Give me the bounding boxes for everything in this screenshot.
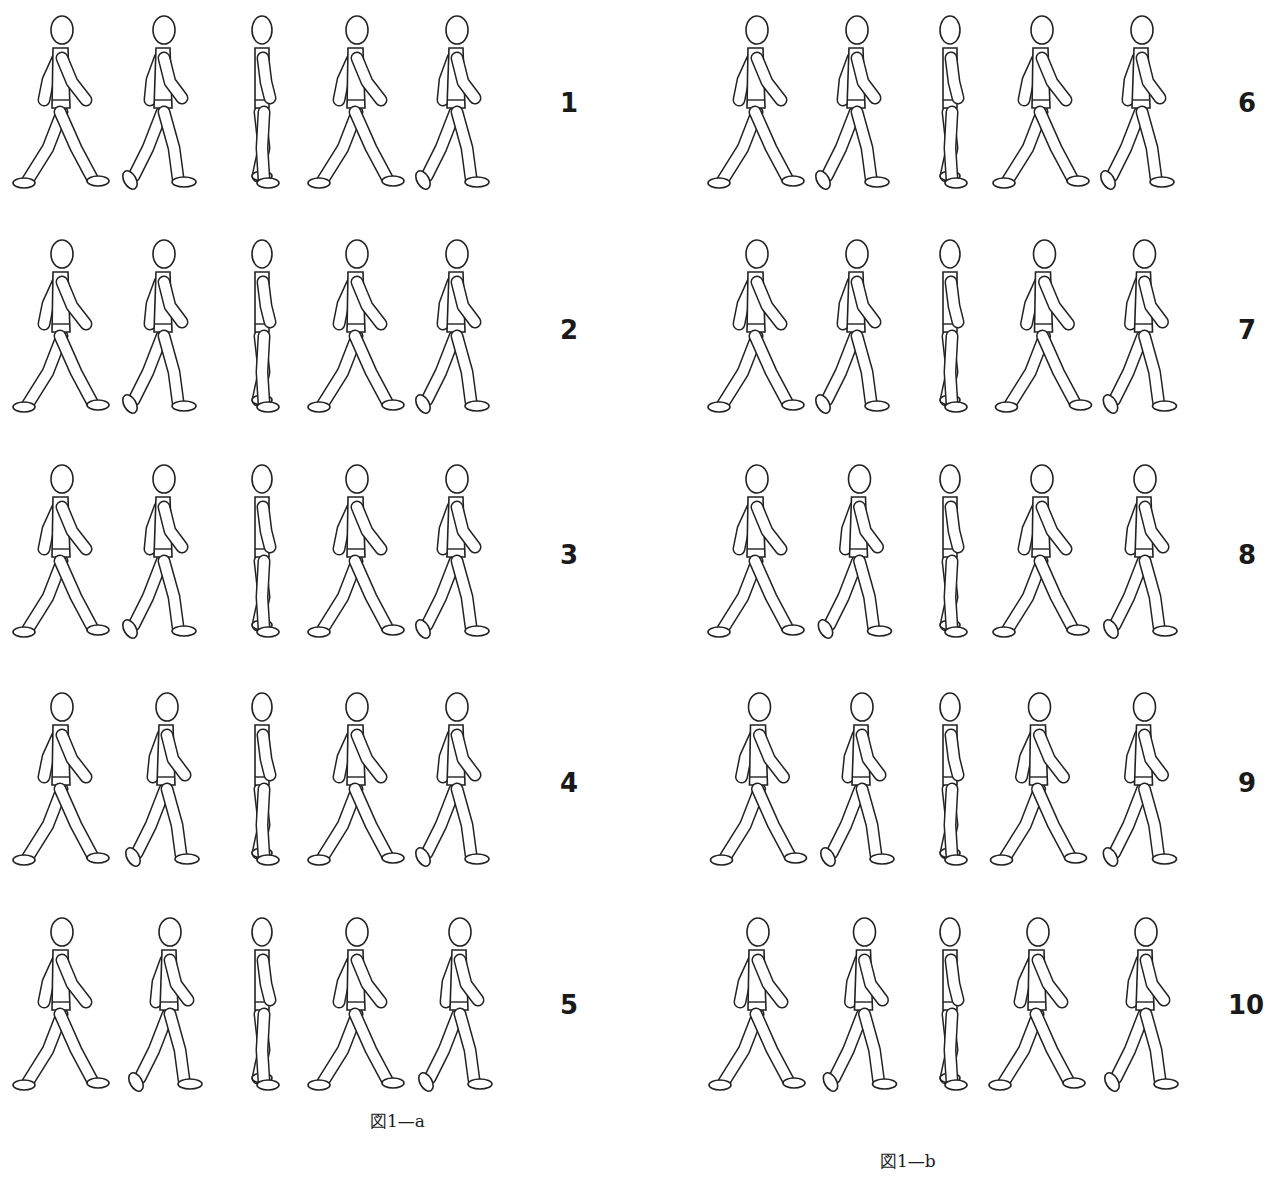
row-number: 4 [560,768,578,798]
row-number: 6 [1238,88,1256,118]
row-number: 7 [1238,315,1256,345]
row-number: 2 [560,315,578,345]
row-number: 10 [1228,990,1264,1020]
figure-caption: 図1—b [880,1150,936,1173]
figure-caption: 図1—a [370,1110,425,1133]
row-number: 9 [1238,768,1256,798]
row-number: 1 [560,88,578,118]
row-number: 3 [560,540,578,570]
row-number: 5 [560,990,578,1020]
row-number: 8 [1238,540,1256,570]
